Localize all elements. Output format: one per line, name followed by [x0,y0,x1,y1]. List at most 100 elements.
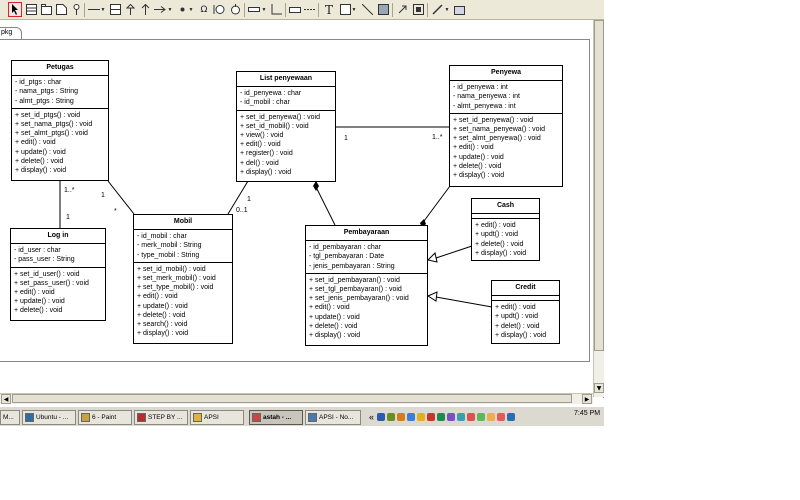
package-tab-label: pkg [1,29,13,36]
class-operation: + del() : void [240,159,279,167]
assoc-petugas-mobil[interactable] [107,180,135,215]
driver-icon[interactable] [447,413,456,421]
corner-tool-icon[interactable] [269,2,283,17]
horizontal-scroll-thumb[interactable] [12,394,572,403]
generalization-tool-icon[interactable] [123,2,137,17]
class-petugas[interactable]: Petugas- id_ptgs : char- nama_ptgs : Str… [11,60,109,181]
note-tool-icon[interactable] [54,2,68,17]
image-tool-icon[interactable] [376,2,390,17]
aggregation-diamond-list [313,181,319,191]
assoc-list-pembayaraan[interactable] [315,186,336,226]
attribute-compartment: - id_ptgs : char- nama_ptgs : String- al… [12,76,108,108]
class-tool-icon[interactable] [24,2,38,17]
scroll-down-arrow-icon[interactable]: ▼ [594,383,604,393]
tray-expand-icon[interactable]: « [369,412,375,422]
taskbar-item[interactable]: M... [0,410,20,425]
operation-compartment: + set_id_user() : void+ set_pass_user() … [11,266,105,318]
scroll-right-arrow-icon[interactable]: ▶ [582,394,592,404]
class-operation: + edit() : void [240,141,281,149]
pin-tool-icon[interactable] [69,2,83,17]
association-tool-icon[interactable] [87,2,101,17]
rect-tool-icon[interactable] [288,2,302,17]
volume-icon[interactable] [387,413,396,421]
power-icon[interactable] [467,413,476,421]
taskbar-clock[interactable]: 7:45 PM [574,410,601,417]
realization-tool-icon[interactable] [175,2,189,17]
box-dropdown-icon[interactable]: ▼ [261,6,267,13]
pen-tool-icon[interactable] [430,2,444,17]
arrow-tool-icon[interactable] [153,2,167,17]
omega-tool-icon[interactable]: Ω [197,2,211,17]
class-login[interactable]: Log in- id_user : char- pass_user : Stri… [10,228,106,321]
assoc-list-mobil[interactable] [227,180,249,215]
class-operation: + update() : void [137,302,188,310]
chat-icon[interactable] [487,413,496,421]
taskbar-item[interactable]: 6 - Paint [78,410,132,425]
taskbar-item[interactable]: APSI [190,410,244,425]
class-list-penyewaan[interactable]: List penyewaan- id_penyewa : char- id_mo… [236,71,336,182]
taskbar-item[interactable]: Ubuntu - ... [22,410,76,425]
taskbar-item-label: STEP BY ... [148,414,183,421]
media-icon[interactable] [497,413,506,421]
class-attribute: - id_user : char [14,247,61,255]
generalization-arrow-credit [426,291,438,302]
update-icon[interactable] [437,413,446,421]
arrow-dropdown-icon[interactable]: ▼ [167,6,173,13]
paint-tool-icon[interactable] [452,2,466,17]
class-pembayaraan[interactable]: Pembayaraan- id_pembayaran : char- tgl_p… [305,225,428,346]
table-tool-icon[interactable] [108,2,122,17]
class-penyewa[interactable]: Penyewa- id_penyewa : int- nama_penyewa … [449,65,563,187]
taskbar-item[interactable]: astah - ... [249,410,303,425]
taskbar-item[interactable]: STEP BY ... [134,410,188,425]
class-cash[interactable]: Cash+ edit() : void+ updt() : void+ dele… [471,198,540,261]
signal-icon[interactable] [397,413,406,421]
class-operation: + delete() : void [137,311,186,319]
cycle-tool-icon[interactable] [228,2,242,17]
select-tool-icon[interactable] [8,2,22,17]
dash-tool-icon[interactable] [303,2,317,17]
shape-tool-icon[interactable] [338,2,352,17]
assoc-penyewa-pembayaraan[interactable] [423,185,451,222]
attribute-compartment: - id_user : char- pass_user : String [11,244,105,266]
operation-compartment: + edit() : void+ updt() : void+ delete()… [472,218,539,260]
class-name: Log in [11,229,105,245]
operation-compartment: + set_id_penyewa() : void+ set_id_mobil(… [237,109,335,179]
taskbar-item[interactable]: APSI - No... [305,410,361,425]
realization-dropdown-icon[interactable]: ▼ [188,6,194,13]
class-operation: + display() : void [495,331,547,339]
link-tool-icon[interactable] [395,2,409,17]
network-icon[interactable] [377,413,386,421]
class-credit[interactable]: Credit+ edit() : void+ updt() : void+ de… [491,280,560,344]
generalization-credit[interactable] [435,296,493,308]
class-attribute: - merk_mobil : String [137,242,202,250]
package-tool-icon[interactable] [39,2,53,17]
dependency-tool-icon[interactable] [138,2,152,17]
line-tool-icon[interactable] [360,2,374,17]
class-operation: + search() : void [137,321,188,329]
shape-dropdown-icon[interactable]: ▼ [351,6,357,13]
astah-icon [252,413,261,422]
display-icon[interactable] [507,413,516,421]
scroll-left-arrow-icon[interactable]: ◀ [1,394,11,404]
shield-icon[interactable] [407,413,416,421]
class-operation: + set_id_mobil() : void [240,122,309,130]
association-dropdown-icon[interactable]: ▼ [100,6,106,13]
class-attribute: - id_mobil : char [137,233,187,241]
omega-label: Ω [200,4,208,15]
class-mobil[interactable]: Mobil- id_mobil : char- merk_mobil : Str… [133,214,233,344]
generalization-cash[interactable] [435,245,473,259]
bluetooth-icon[interactable] [457,413,466,421]
safely-remove-icon[interactable] [477,413,486,421]
component-tool-icon[interactable] [212,2,226,17]
vertical-scroll-thumb[interactable] [594,20,604,351]
box-tool-icon[interactable] [247,2,261,17]
frame-tool-icon[interactable] [411,2,425,17]
pen-dropdown-icon[interactable]: ▼ [444,6,450,13]
class-operation: + view() : void [240,132,284,140]
messenger-icon[interactable] [417,413,426,421]
text-tool-icon[interactable]: T [322,2,336,17]
class-operation: + delete() : void [475,240,524,248]
antivirus-icon[interactable] [427,413,436,421]
multiplicity-petugas-mobil-bottom: * [114,208,117,215]
multiplicity-list-mobil-top: 1 [247,196,251,203]
